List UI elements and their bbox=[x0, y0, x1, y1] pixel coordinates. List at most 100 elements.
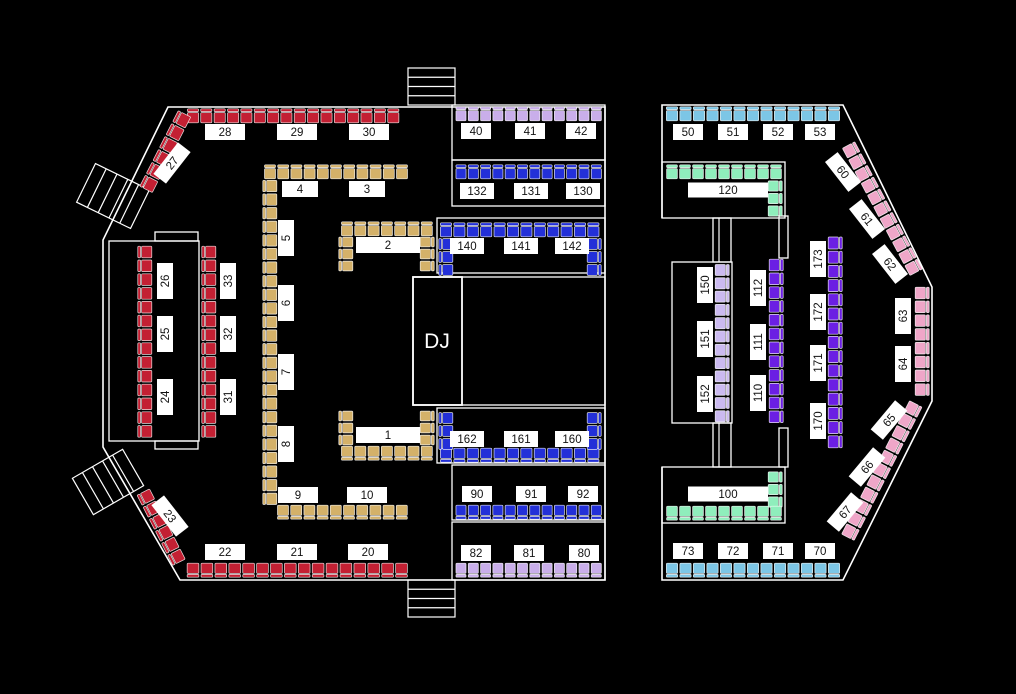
seat-red-top[interactable] bbox=[293, 108, 306, 124]
seat-mint-100[interactable] bbox=[692, 505, 704, 521]
seat-tan-wrap[interactable] bbox=[329, 504, 342, 520]
table-label-150[interactable]: 150 bbox=[697, 267, 713, 303]
seat-red-table[interactable] bbox=[137, 314, 153, 328]
seat-cyan-70[interactable] bbox=[692, 562, 706, 578]
seat-purple-170[interactable] bbox=[827, 364, 843, 378]
seat-red-bottom[interactable] bbox=[228, 562, 241, 578]
seat-cyan-70[interactable] bbox=[733, 562, 746, 578]
seat-blue-90[interactable] bbox=[492, 504, 504, 520]
seat-pink-60[interactable] bbox=[892, 235, 910, 252]
seat-table-1[interactable] bbox=[338, 410, 354, 422]
seat-lavender-40[interactable] bbox=[455, 106, 467, 122]
seat-blue-140[interactable] bbox=[440, 222, 452, 238]
seat-table-2[interactable] bbox=[341, 221, 353, 237]
table-label-1[interactable]: 1 bbox=[356, 427, 420, 443]
table-label-130[interactable]: 130 bbox=[566, 183, 600, 199]
seat-tan-wrap[interactable] bbox=[262, 411, 278, 424]
seat-table-2[interactable] bbox=[380, 221, 393, 237]
seat-tan-wrap[interactable] bbox=[262, 492, 278, 505]
seat-mint-120[interactable] bbox=[679, 164, 691, 180]
seat-tan-wrap[interactable] bbox=[277, 504, 289, 520]
seat-red-table[interactable] bbox=[137, 342, 153, 355]
seat-cyan-50[interactable] bbox=[746, 106, 760, 122]
seat-tan-wrap[interactable] bbox=[262, 261, 278, 274]
seat-tan-wrap[interactable] bbox=[277, 164, 290, 180]
seat-tan-wrap[interactable] bbox=[262, 247, 278, 261]
seat-red-table[interactable] bbox=[201, 411, 217, 424]
table-label-110[interactable]: 110 bbox=[750, 375, 766, 411]
seat-table-1[interactable] bbox=[419, 422, 435, 434]
seat-table-1[interactable] bbox=[354, 445, 367, 461]
seat-red-bottom[interactable] bbox=[167, 548, 186, 566]
seat-blue-160[interactable] bbox=[586, 438, 602, 450]
table-label-81[interactable]: 81 bbox=[514, 545, 544, 561]
seat-red-table[interactable] bbox=[137, 425, 153, 438]
seat-pink-65[interactable] bbox=[904, 400, 923, 418]
seat-pink-63[interactable] bbox=[914, 300, 930, 313]
seat-red-bottom[interactable] bbox=[311, 562, 325, 578]
table-label-33[interactable]: 33 bbox=[220, 263, 236, 299]
seat-red-table[interactable] bbox=[201, 397, 217, 410]
seat-blue-130[interactable] bbox=[590, 164, 602, 180]
seat-table-2[interactable] bbox=[394, 221, 407, 237]
table-label-72[interactable]: 72 bbox=[718, 543, 748, 559]
seat-red-top[interactable] bbox=[360, 108, 373, 124]
seat-lavender-40[interactable] bbox=[529, 106, 541, 122]
seat-red-top[interactable] bbox=[213, 108, 226, 124]
seat-tan-wrap[interactable] bbox=[356, 164, 369, 180]
seat-blue-140[interactable] bbox=[586, 238, 602, 250]
seat-red-table[interactable] bbox=[201, 342, 217, 355]
seat-mint-100[interactable] bbox=[744, 505, 756, 521]
table-label-53[interactable]: 53 bbox=[805, 124, 835, 140]
seat-pink-63[interactable] bbox=[914, 369, 930, 382]
seat-red-bottom[interactable] bbox=[353, 562, 366, 578]
seat-pink-60[interactable] bbox=[842, 141, 860, 159]
table-label-132[interactable]: 132 bbox=[460, 183, 494, 199]
seat-red-bottom[interactable] bbox=[214, 562, 228, 578]
seat-red-top[interactable] bbox=[387, 108, 400, 124]
seat-tan-wrap[interactable] bbox=[262, 288, 278, 301]
seat-mint-120[interactable] bbox=[731, 164, 743, 180]
seat-blue-130[interactable] bbox=[455, 164, 467, 180]
seat-purple-170[interactable] bbox=[827, 336, 843, 349]
seat-lavender-80[interactable] bbox=[566, 562, 578, 578]
seat-cyan-70[interactable] bbox=[827, 562, 841, 578]
seat-tan-wrap[interactable] bbox=[396, 164, 408, 180]
seat-mint-120[interactable] bbox=[757, 164, 769, 180]
seat-blue-140[interactable] bbox=[574, 222, 586, 238]
table-label-20[interactable]: 20 bbox=[348, 544, 388, 560]
seat-pink-60[interactable] bbox=[898, 247, 917, 264]
seat-lavender-40[interactable] bbox=[517, 106, 528, 122]
seat-red-table[interactable] bbox=[137, 273, 153, 286]
seat-cyan-50[interactable] bbox=[692, 106, 706, 122]
table-label-172[interactable]: 172 bbox=[810, 294, 826, 330]
seat-mint-120[interactable] bbox=[767, 192, 783, 205]
seat-red-table[interactable] bbox=[201, 425, 217, 438]
seat-tan-wrap[interactable] bbox=[262, 207, 278, 220]
seat-pink-65[interactable] bbox=[860, 486, 879, 504]
seat-cyan-70[interactable] bbox=[706, 562, 719, 578]
seat-tan-wrap[interactable] bbox=[262, 329, 278, 342]
seat-purple-170[interactable] bbox=[827, 307, 843, 321]
table-label-71[interactable]: 71 bbox=[763, 543, 793, 559]
table-label-152[interactable]: 152 bbox=[697, 376, 713, 412]
table-label-25[interactable]: 25 bbox=[157, 316, 173, 352]
seat-blue-90[interactable] bbox=[455, 504, 467, 520]
seat-red-table[interactable] bbox=[201, 370, 217, 383]
table-label-65[interactable]: 65 bbox=[870, 400, 908, 440]
seat-tan-wrap[interactable] bbox=[262, 451, 278, 465]
seat-cyan-50[interactable] bbox=[679, 106, 692, 122]
seat-mint-120[interactable] bbox=[692, 164, 704, 180]
seat-blue-140[interactable] bbox=[438, 264, 454, 276]
seat-pink-60[interactable] bbox=[854, 165, 873, 182]
table-label-28[interactable]: 28 bbox=[205, 124, 245, 140]
seat-cyan-70[interactable] bbox=[800, 562, 814, 578]
table-label-92[interactable]: 92 bbox=[568, 486, 598, 502]
seat-pink-65[interactable] bbox=[866, 474, 885, 492]
seat-red-bottom[interactable] bbox=[298, 562, 311, 578]
seat-table-1[interactable] bbox=[419, 410, 435, 422]
seat-pink-63[interactable] bbox=[914, 328, 930, 341]
seat-blue-90[interactable] bbox=[504, 504, 516, 520]
seat-purple-170[interactable] bbox=[827, 350, 843, 363]
seat-lavender-150[interactable] bbox=[714, 383, 730, 396]
